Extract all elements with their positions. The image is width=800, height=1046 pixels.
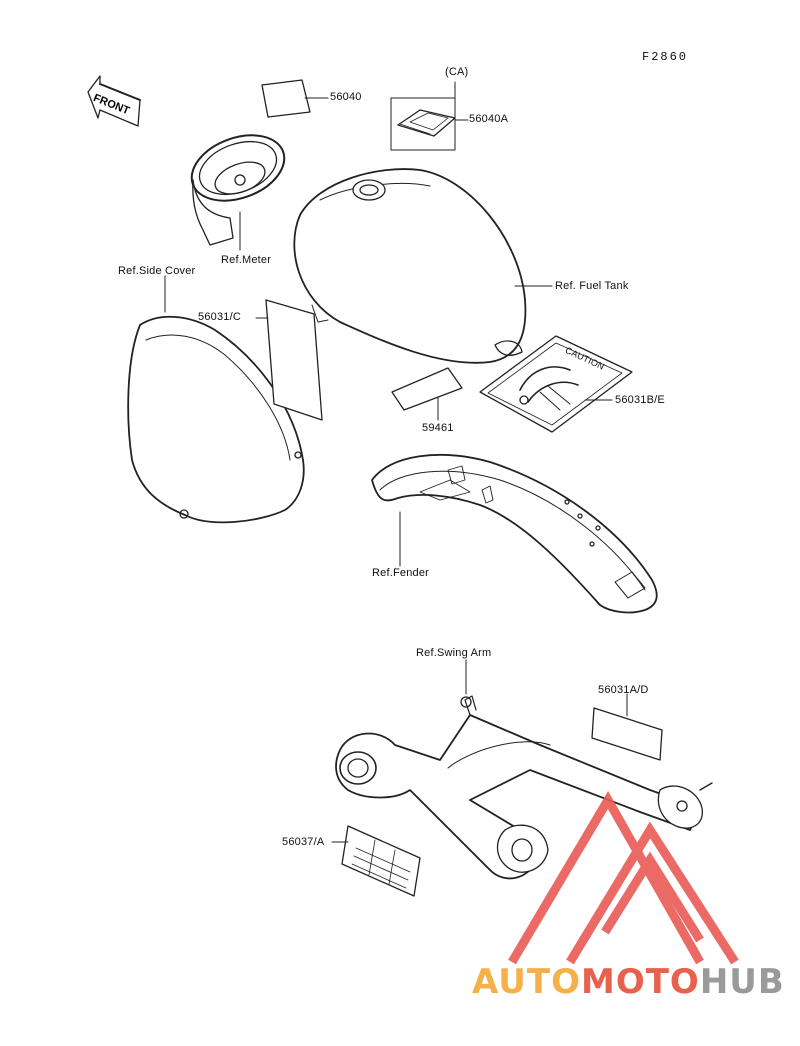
label-56037a: 56037/A	[282, 836, 325, 848]
fuel-tank-part	[293, 168, 553, 364]
label-56031ad-part	[591, 693, 663, 761]
label-ref-side-cover: Ref.Side Cover	[118, 265, 196, 277]
label-56031ad: 56031A/D	[598, 684, 649, 696]
label-56031c: 56031/C	[198, 311, 241, 323]
watermark-hub: HUB	[699, 962, 785, 1002]
watermark-logo-icon	[508, 791, 739, 965]
label-56040a-part	[390, 81, 469, 151]
label-56037a-part	[331, 825, 421, 897]
label-59461: 59461	[422, 422, 454, 434]
caution-label-part	[479, 335, 633, 433]
label-ref-fuel-tank: Ref. Fuel Tank	[555, 280, 629, 292]
watermark-auto: AUTO	[472, 962, 581, 1002]
swing-arm-part	[335, 659, 713, 880]
label-56040-part	[261, 79, 329, 118]
label-56031be: 56031B/E	[615, 394, 665, 406]
side-cover-part	[127, 275, 305, 524]
figure-code: F2860	[642, 50, 689, 64]
label-59461-part	[391, 367, 463, 421]
label-ref-meter: Ref.Meter	[221, 254, 272, 266]
watermark-moto: MOTO	[580, 962, 700, 1002]
label-ref-fender: Ref.Fender	[372, 567, 430, 579]
front-arrow-icon	[87, 75, 141, 127]
label-ref-swing-arm: Ref.Swing Arm	[416, 647, 492, 659]
label-56040a: 56040A	[469, 113, 509, 125]
label-56031c-part	[255, 299, 323, 421]
meter-part	[190, 134, 286, 251]
fender-part	[371, 453, 658, 614]
label-56040: 56040	[330, 91, 362, 103]
group-label-ca: (CA)	[445, 66, 469, 78]
watermark-text: AUTOMOTOHUB	[472, 962, 785, 1002]
